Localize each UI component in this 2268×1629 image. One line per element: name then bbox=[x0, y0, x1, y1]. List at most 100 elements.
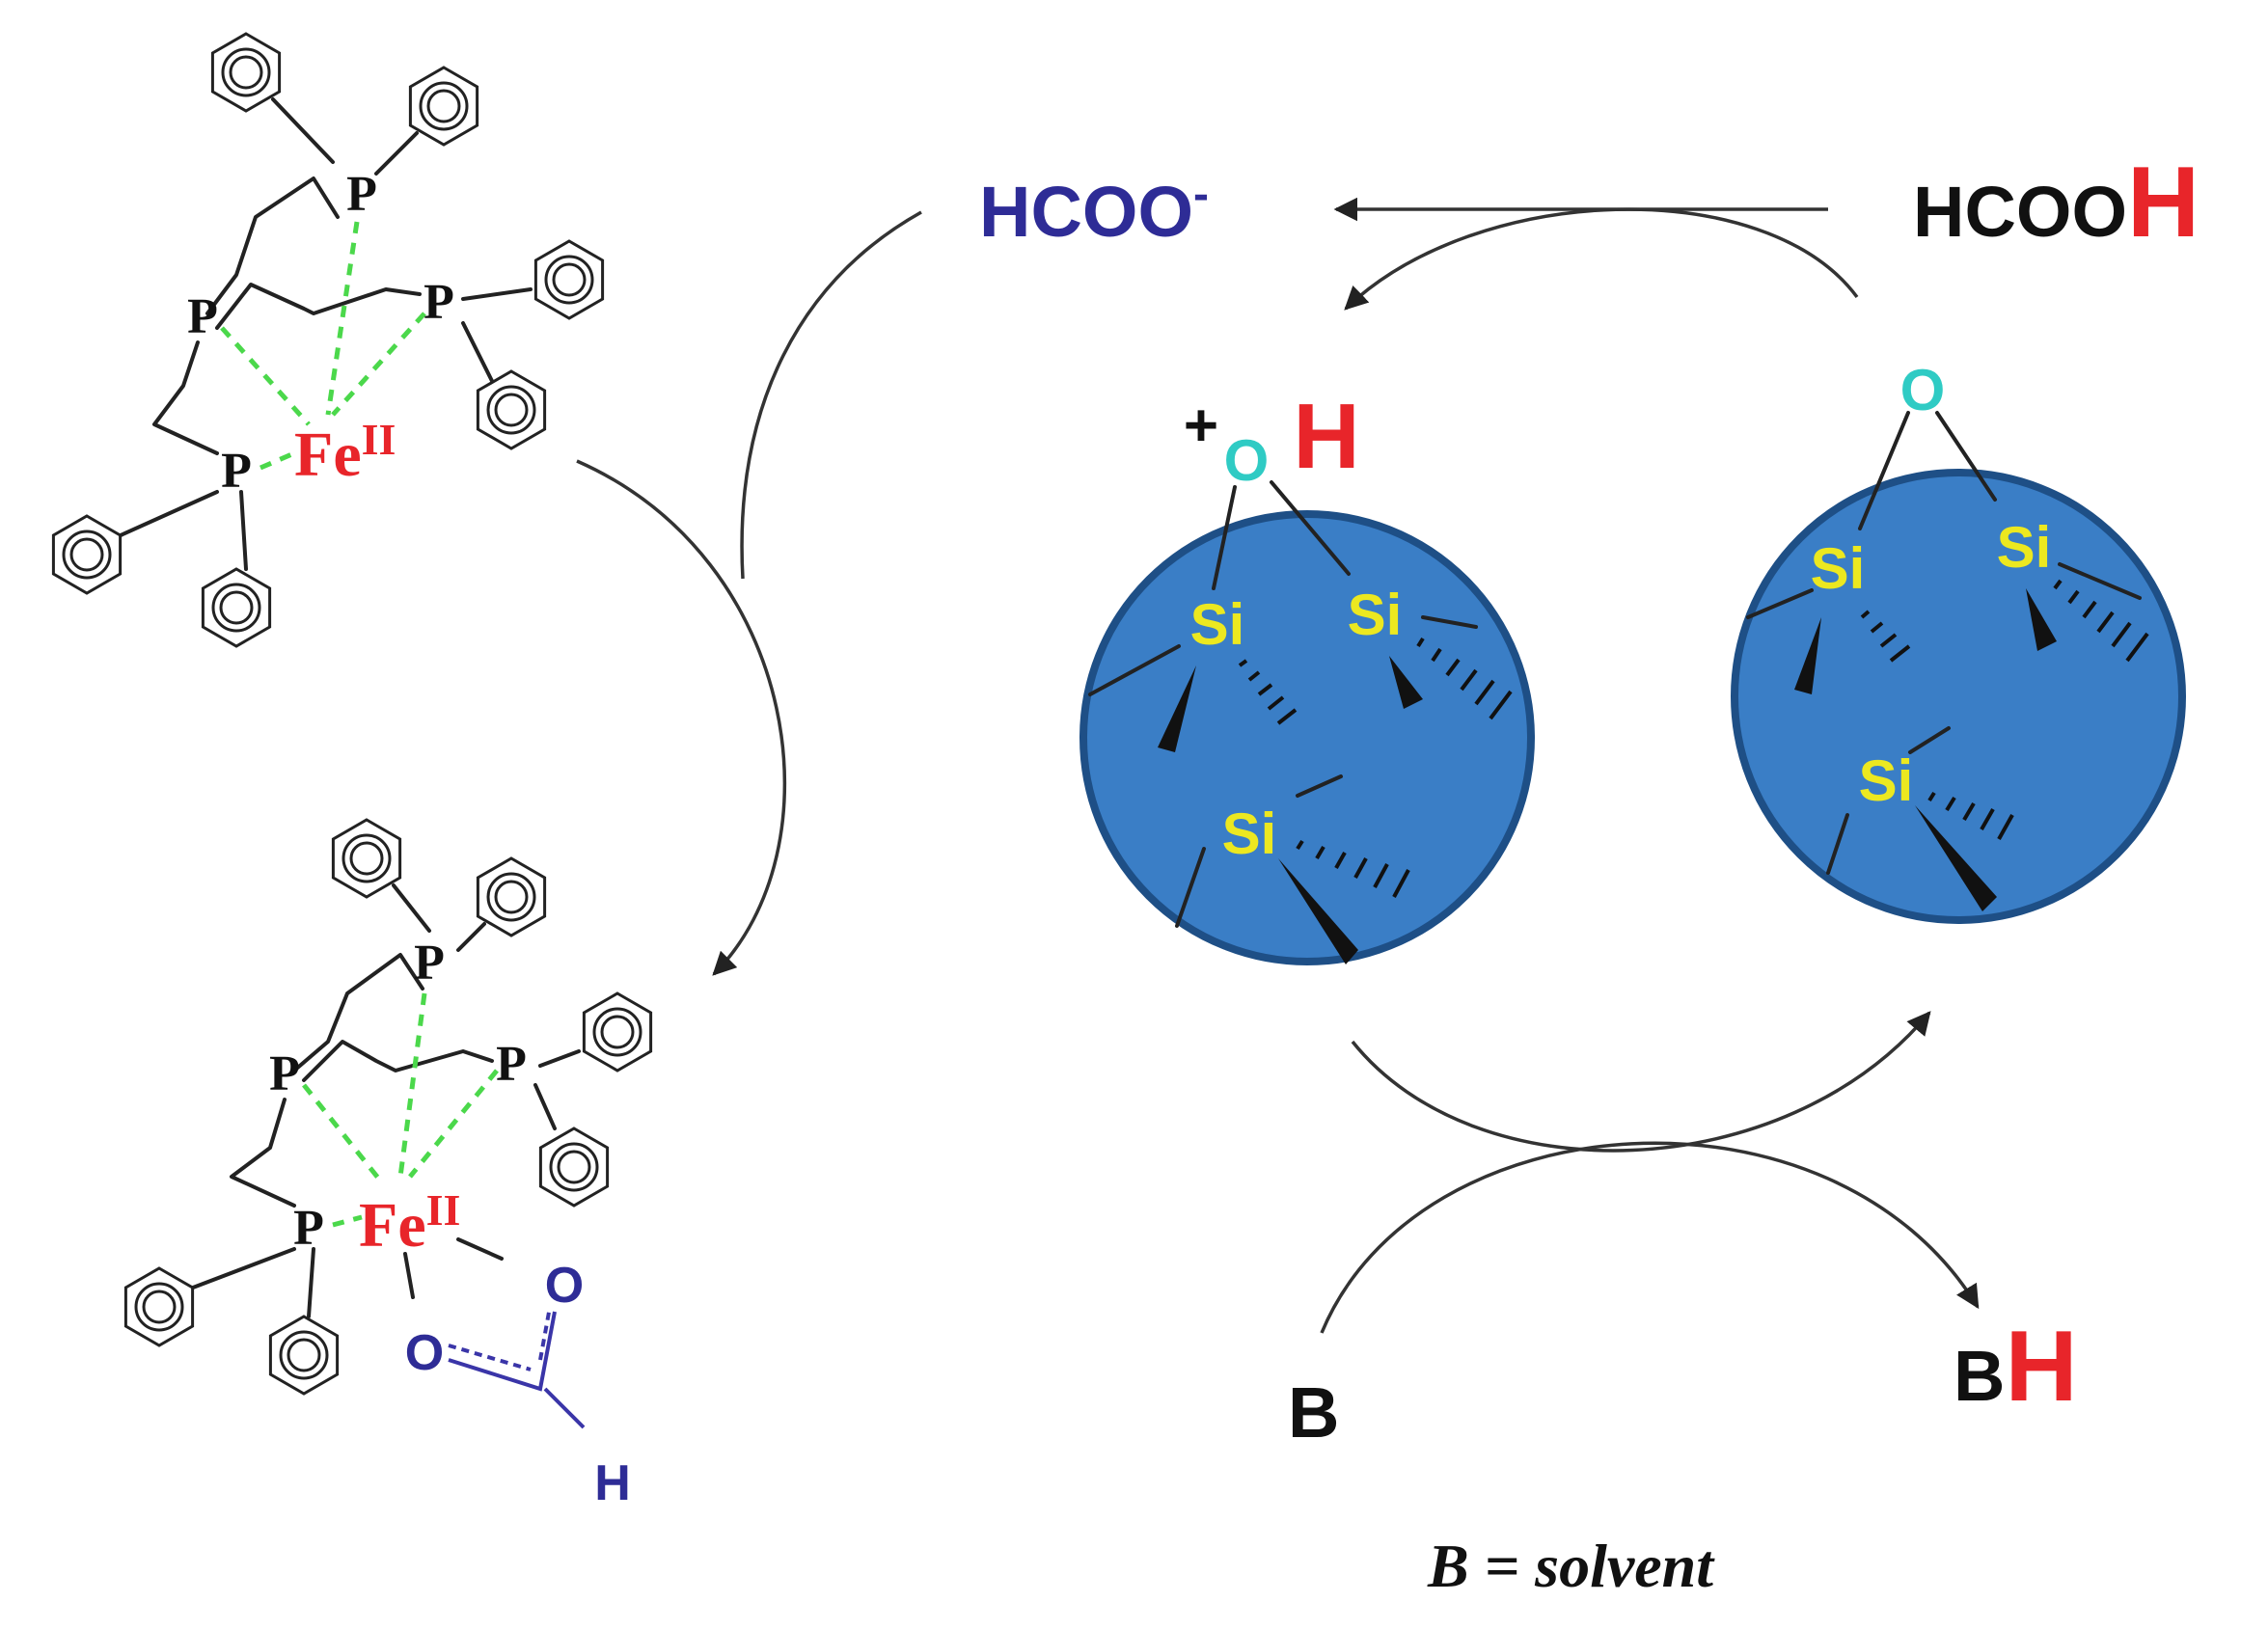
hash-bond bbox=[1296, 839, 1410, 898]
phosphorus-label: P bbox=[414, 936, 445, 991]
formate-partial-bond bbox=[448, 1344, 532, 1371]
bond bbox=[461, 287, 533, 301]
bond bbox=[456, 1237, 504, 1261]
formate-hydrogen-label: H bbox=[594, 1455, 631, 1511]
proton-transfer-arrow bbox=[1344, 207, 1859, 311]
reaction-arrows bbox=[576, 197, 1980, 1334]
bond bbox=[205, 176, 340, 315]
formate-oxygen-label: O bbox=[545, 1258, 584, 1314]
phenyl-ring bbox=[123, 1266, 195, 1347]
coordination-bond bbox=[260, 450, 295, 471]
wedge-bond bbox=[2026, 588, 2057, 651]
silicon-label: Si bbox=[1348, 583, 1403, 647]
bond bbox=[1270, 480, 1351, 576]
iron-label: FeII bbox=[359, 1185, 460, 1261]
phenyl-ring bbox=[476, 856, 547, 937]
bond bbox=[292, 953, 424, 1072]
bond bbox=[307, 1247, 315, 1318]
iron-complex-top: P P P P FeII bbox=[51, 32, 605, 648]
coordination-bond bbox=[331, 312, 426, 417]
wedge-bond bbox=[1389, 656, 1423, 709]
bond bbox=[538, 1049, 581, 1068]
phenyl-ring bbox=[538, 1127, 610, 1208]
formate-bond bbox=[543, 1387, 586, 1429]
silicon-label: Si bbox=[1222, 801, 1277, 866]
coordination-bond bbox=[408, 1069, 499, 1179]
bond bbox=[271, 97, 335, 164]
coordination-bond bbox=[302, 1083, 383, 1183]
formate-ion-label: HCOO- bbox=[979, 169, 1209, 252]
wedge-bond bbox=[1794, 617, 1821, 694]
formate-delivery-arrow bbox=[740, 210, 922, 580]
bond bbox=[2058, 562, 2142, 600]
bond bbox=[461, 321, 494, 383]
bond bbox=[533, 1083, 557, 1130]
silicon-label: Si bbox=[1859, 748, 1914, 813]
phosphorus-label: P bbox=[269, 1046, 300, 1101]
phenyl-ring bbox=[582, 991, 653, 1072]
bond bbox=[1908, 726, 1951, 754]
hash-bond bbox=[1927, 791, 2014, 840]
bond bbox=[191, 1247, 296, 1290]
hash-bond bbox=[2053, 579, 2149, 663]
silica-particle bbox=[1079, 510, 1535, 965]
phosphorus-label: P bbox=[346, 167, 377, 222]
phosphorus-label: P bbox=[187, 289, 218, 344]
phenyl-ring bbox=[201, 567, 272, 648]
phenyl-ring bbox=[408, 66, 479, 147]
coordination-bond bbox=[397, 992, 427, 1178]
formate-bond bbox=[448, 1311, 557, 1392]
formate-oxygen-label: O bbox=[405, 1325, 444, 1381]
bond bbox=[302, 1040, 494, 1082]
silicon-label: Si bbox=[1811, 536, 1866, 601]
plus-charge-label: + bbox=[1184, 393, 1218, 459]
iron-label: FeII bbox=[294, 415, 396, 490]
bond bbox=[1088, 644, 1181, 696]
bond bbox=[1858, 411, 1910, 530]
silicon-label: Si bbox=[1190, 592, 1245, 657]
proton-label: H bbox=[1293, 385, 1359, 488]
bond bbox=[215, 283, 422, 330]
wedge-bond bbox=[1278, 858, 1358, 964]
coordination-bond bbox=[325, 221, 360, 416]
bond bbox=[392, 883, 431, 933]
hash-bond bbox=[1860, 610, 1911, 663]
phenyl-ring bbox=[331, 818, 402, 899]
formic-acid-label: HCOOH bbox=[1913, 147, 2200, 258]
bond bbox=[1421, 615, 1478, 629]
phenyl-ring bbox=[533, 239, 605, 320]
silica-sphere-siloxane: Si Si Si O bbox=[1731, 358, 2186, 924]
bond bbox=[1175, 847, 1206, 928]
bond bbox=[403, 1252, 415, 1299]
phosphorus-label: P bbox=[424, 275, 454, 330]
bond bbox=[374, 131, 419, 176]
hash-bond bbox=[1238, 659, 1298, 725]
coordination-bond bbox=[220, 326, 311, 426]
oxygen-label: O bbox=[1224, 428, 1270, 493]
phosphorus-label: P bbox=[221, 444, 252, 499]
bond bbox=[1212, 485, 1237, 590]
wedge-bond bbox=[1158, 665, 1196, 752]
silica-particle bbox=[1731, 469, 2186, 924]
bond bbox=[230, 1098, 296, 1208]
coordination-bond bbox=[332, 1214, 363, 1228]
wedge-bond bbox=[1915, 805, 1997, 911]
phenyl-ring bbox=[268, 1315, 340, 1396]
silicon-label: Si bbox=[1997, 515, 2052, 580]
bond bbox=[152, 340, 219, 455]
bond bbox=[1746, 588, 1814, 619]
hash-bond bbox=[1416, 637, 1513, 720]
bond bbox=[239, 490, 248, 571]
base-label: B bbox=[1288, 1372, 1339, 1453]
bond bbox=[1296, 774, 1343, 798]
bond bbox=[119, 490, 219, 537]
formate-partial-bond bbox=[538, 1306, 552, 1361]
phenyl-ring bbox=[476, 369, 547, 450]
deprotonation-cycle-arrow bbox=[1351, 1011, 1931, 1153]
bond bbox=[1826, 813, 1849, 875]
iron-formate-complex-bottom: P P P P FeII O O H bbox=[123, 818, 653, 1511]
oxygen-label: O bbox=[1900, 358, 1946, 422]
ligand-exchange-arrow bbox=[576, 459, 786, 976]
phosphorus-label: P bbox=[496, 1037, 527, 1092]
